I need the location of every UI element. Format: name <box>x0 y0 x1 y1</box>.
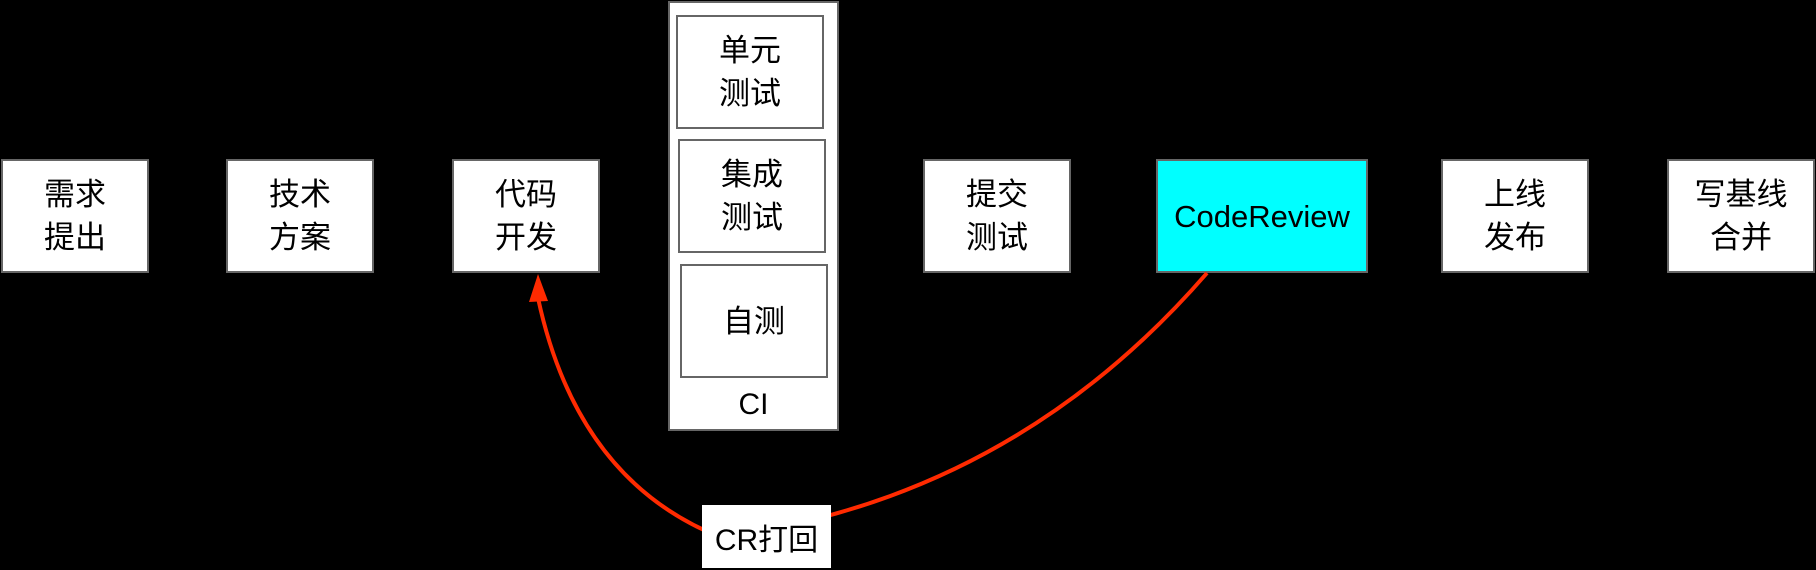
step-code-review: CodeReview <box>1156 159 1368 273</box>
step-baseline-merge: 写基线 合并 <box>1667 159 1815 273</box>
rework-curve <box>536 271 1209 540</box>
ci-integration-test: 集成 测试 <box>678 139 826 253</box>
step-submit-test: 提交 测试 <box>923 159 1071 273</box>
step-release: 上线 发布 <box>1441 159 1589 273</box>
ci-label: CI <box>738 388 769 421</box>
ci-self-test: 自测 <box>680 264 828 378</box>
step-requirement: 需求 提出 <box>1 159 149 273</box>
step-tech-design: 技术 方案 <box>226 159 374 273</box>
step-code-dev: 代码 开发 <box>452 159 600 273</box>
rework-arrowhead <box>529 274 548 302</box>
rework-label: CR打回 <box>702 505 831 568</box>
ci-unit-test: 单元 测试 <box>676 15 824 129</box>
